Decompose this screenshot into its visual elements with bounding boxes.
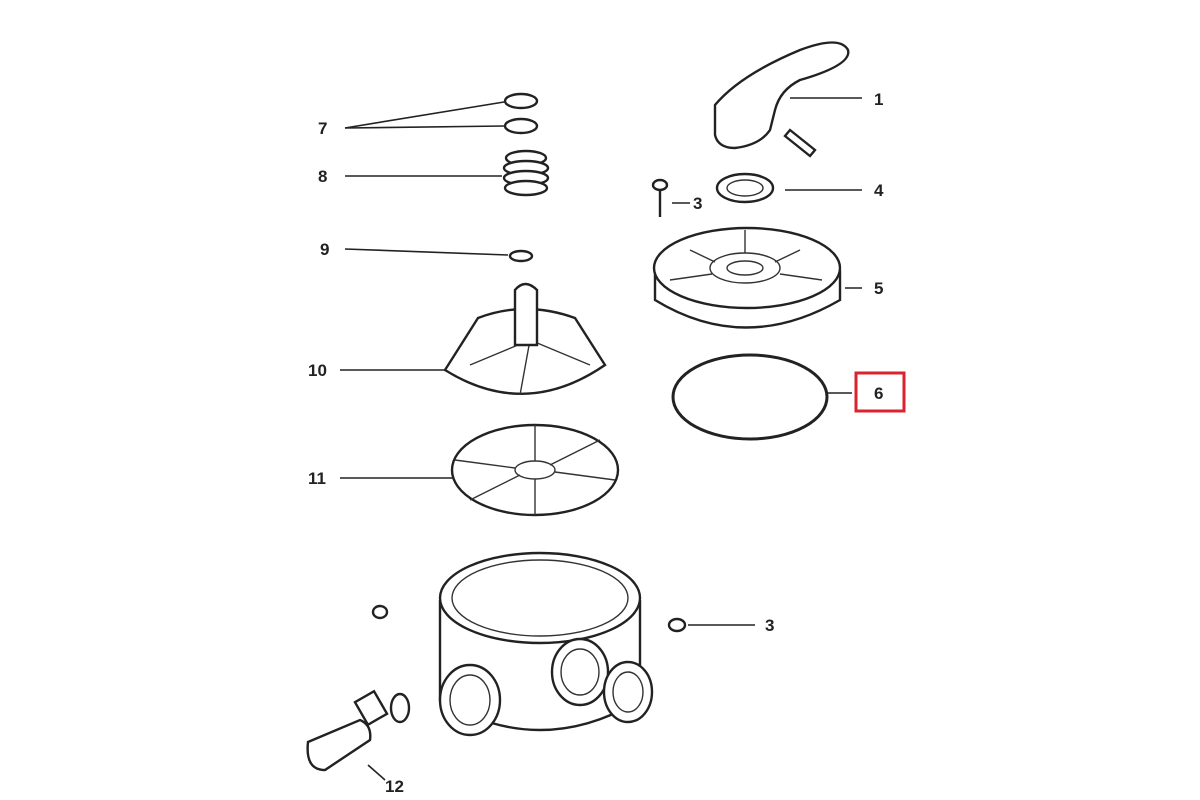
label-4: 4 <box>874 181 884 200</box>
label-1: 1 <box>874 90 883 109</box>
part-3-screw: 3 <box>651 178 702 217</box>
label-10: 10 <box>308 361 327 380</box>
label-12: 12 <box>385 777 404 796</box>
label-6: 6 <box>874 384 883 403</box>
part-12-drain-cap: 12 <box>306 689 411 796</box>
part-5-cover: 5 <box>652 226 883 329</box>
label-5: 5 <box>874 279 883 298</box>
part-4-washer: 4 <box>715 172 884 204</box>
label-3-bottom: 3 <box>765 616 774 635</box>
label-3-top: 3 <box>693 194 702 213</box>
part-3-nut: 3 <box>667 616 774 635</box>
part-6-oring: 6 <box>671 353 906 441</box>
valve-body <box>371 551 654 737</box>
part-8-spring: 8 <box>318 149 550 197</box>
part-11-gasket: 11 <box>308 423 620 517</box>
part-1-handle: 1 <box>713 41 883 158</box>
part-10-rotor: 10 <box>308 282 607 396</box>
label-9: 9 <box>320 240 329 259</box>
part-9-ring: 9 <box>320 240 534 263</box>
label-8: 8 <box>318 167 327 186</box>
label-7: 7 <box>318 119 327 138</box>
part-7-rings: 7 <box>318 92 539 138</box>
highlight-box <box>854 371 906 413</box>
label-11: 11 <box>308 469 326 488</box>
